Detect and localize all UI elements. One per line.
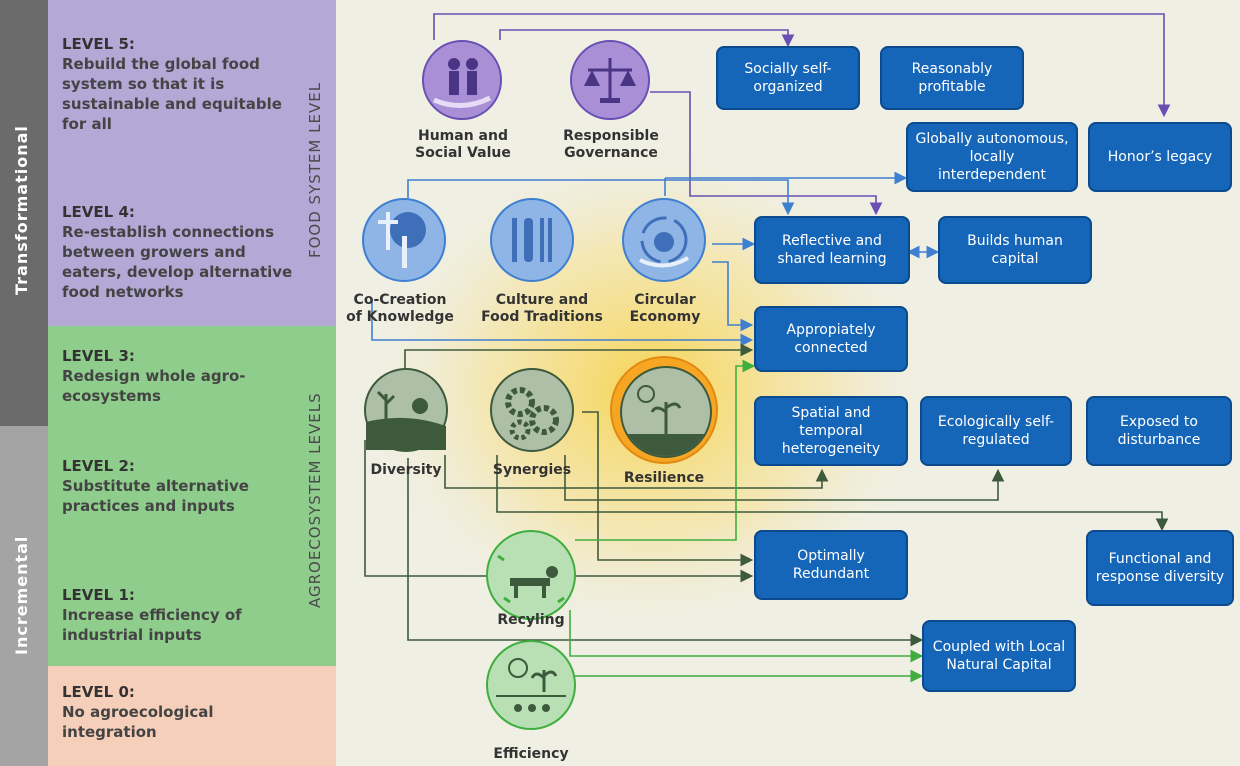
builds-human-capital-box: Builds human capital <box>938 216 1092 284</box>
culture-food-icon <box>490 198 574 282</box>
circular-economy-label: Circular Economy <box>629 292 701 325</box>
optimally-redundant-box: Optimally Redundant <box>754 530 908 600</box>
socially-self-organized-box: Socially self-organized <box>716 46 860 110</box>
level-5: LEVEL 5:Rebuild the global food system s… <box>62 35 282 133</box>
diversity-label: Diversity <box>370 462 442 478</box>
level-1: LEVEL 1:Increase efficiency of industria… <box>62 586 242 644</box>
responsible-governance-icon <box>570 40 650 120</box>
functional-response-box: Functional and response diversity <box>1086 530 1234 606</box>
incremental-band <box>0 426 48 766</box>
recycling-label: Recyling <box>497 612 565 628</box>
food-system-level-panel <box>48 0 336 326</box>
responsible-governance-label: Responsible Governance <box>563 128 659 161</box>
resilience-icon <box>610 356 718 464</box>
exposed-disturbance-box: Exposed to disturbance <box>1086 396 1232 466</box>
efficiency-label: Efficiency <box>493 746 569 762</box>
globally-autonomous-box: Globally autonomous, locally interdepend… <box>906 122 1078 192</box>
efficiency-icon <box>486 640 576 730</box>
synergies-label: Synergies <box>492 462 572 478</box>
circular-economy-icon <box>622 198 706 282</box>
co-creation-icon <box>362 198 446 282</box>
resilience-label: Resilience <box>623 470 705 486</box>
appropriately-connected-box: Appropiately connected <box>754 306 908 372</box>
level-2: LEVEL 2:Substitute alternative practices… <box>62 457 249 515</box>
culture-food-label: Culture and Food Traditions <box>481 292 603 325</box>
level-3: LEVEL 3:Redesign whole agro-ecosystems <box>62 347 246 405</box>
reasonably-profitable-box: Reasonably profitable <box>880 46 1024 110</box>
level0-panel <box>48 666 336 766</box>
coupled-natural-capital-box: Coupled with Local Natural Capital <box>922 620 1076 692</box>
recycling-icon <box>486 530 576 620</box>
reflective-learning-box: Reflective and shared learning <box>754 216 910 284</box>
spatial-temporal-box: Spatial and temporal heterogeneity <box>754 396 908 466</box>
honors-legacy-box: Honor’s legacy <box>1088 122 1232 192</box>
co-creation-label: Co-Creation of Knowledge <box>346 292 454 325</box>
synergies-icon <box>490 368 574 452</box>
diversity-icon <box>364 368 448 452</box>
ecologically-self-regulated-box: Ecologically self-regulated <box>920 396 1072 466</box>
human-social-value-icon <box>422 40 502 120</box>
level-4: LEVEL 4:Re-establish connections between… <box>62 203 293 301</box>
agroecosystem-levels-panel <box>48 326 336 666</box>
human-social-value-label: Human and Social Value <box>415 128 511 161</box>
transformational-band <box>0 0 48 426</box>
level-0: LEVEL 0:No agroecological integration <box>62 683 214 741</box>
